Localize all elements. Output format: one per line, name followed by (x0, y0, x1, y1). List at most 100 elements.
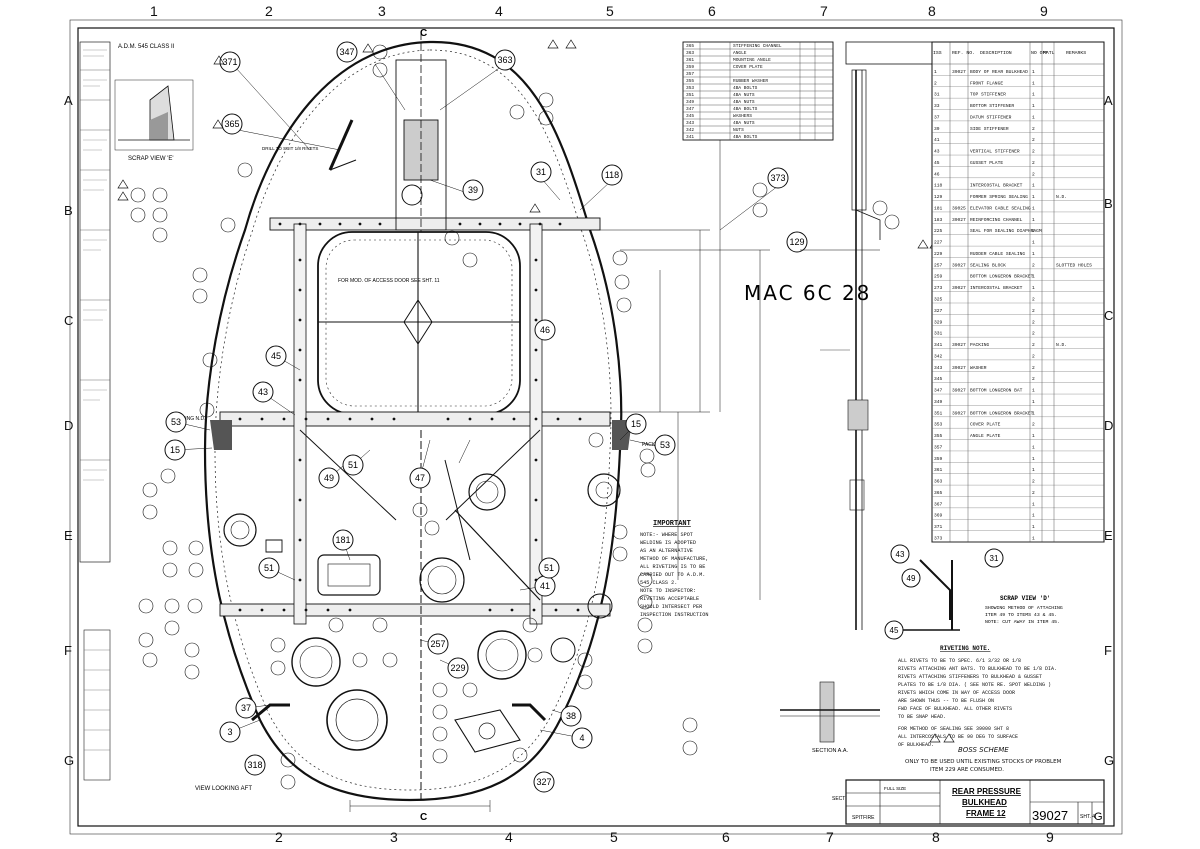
parts-row-cell: 1 (1032, 80, 1035, 86)
parts-row-cell: 39 (934, 126, 940, 132)
part-bubble: 347 (336, 41, 358, 63)
parts-row-cell: 2 (1032, 297, 1035, 303)
svg-text:15: 15 (631, 419, 641, 429)
parts-row-cell: 39025 (952, 205, 966, 211)
svg-text:365: 365 (224, 119, 239, 129)
parts-row-cell: 325 (934, 297, 943, 303)
part-bubble: 47 (409, 467, 431, 489)
parts-row-cell: 1 (1032, 194, 1035, 200)
parts-row-cell: 1 (1032, 114, 1035, 120)
svg-text:NOTE: CUT AWAY IN ITEM 45.: NOTE: CUT AWAY IN ITEM 45. (985, 619, 1060, 625)
title-line-2: BULKHEAD (962, 798, 1007, 807)
parts-row-cell: 257 (934, 262, 943, 268)
svg-text:373: 373 (770, 173, 785, 183)
parts-row-cell: 1 (1032, 285, 1035, 291)
parts-row-description: ELEVATOR CABLE SEALING (970, 205, 1031, 211)
parts-row-description: REINFORCING CHANNEL (970, 217, 1023, 223)
parts-row-cell: 345 (934, 376, 943, 382)
svg-text:31: 31 (990, 554, 999, 563)
parts-row-description: WASHER (970, 365, 987, 371)
grid-row-label: F (64, 643, 72, 658)
parts-row-cell: 2 (1032, 319, 1035, 325)
svg-text:IMPORTANT: IMPORTANT (653, 520, 691, 528)
part-bubble: 53 (165, 411, 187, 433)
svg-text:ALL RIVETING IS TO BE: ALL RIVETING IS TO BE (640, 564, 705, 570)
parts-row-cell: 1 (1032, 456, 1035, 462)
parts-row-cell: 1 (1032, 410, 1035, 416)
items-desc: NUTS (733, 127, 744, 133)
grid-col-label: 9 (1040, 3, 1048, 19)
datum-stiffener (219, 411, 611, 427)
svg-text:FWD FACE OF BULKHEAD. ALL OTH: FWD FACE OF BULKHEAD. ALL OTHER RIVETS (898, 706, 1012, 712)
left-notes-column (79, 41, 111, 781)
parts-row-description: SEAL FOR SEALING DIAPHRAGM (970, 228, 1042, 234)
svg-text:31: 31 (536, 167, 546, 177)
scrap-view-e: SCRAP VIEW 'E' (114, 79, 194, 162)
fittings (223, 119, 621, 753)
parts-row-cell: 2 (1032, 479, 1035, 485)
parts-row-cell: 1 (1032, 274, 1035, 280)
parts-row-cell: 229 (934, 251, 943, 257)
bottom-stiffener (219, 603, 611, 617)
parts-table: ISS REF. NO. DESCRIPTION NO OFF MATL REM… (845, 41, 1105, 543)
grid-row-label: E (1104, 528, 1113, 543)
packing-note-left: PACKING N.D. (172, 416, 206, 422)
parts-row-cell: 2 (1032, 137, 1035, 143)
grid-col-label: 5 (606, 3, 614, 19)
grid-row-label: D (1104, 418, 1113, 433)
spec-note: A.D.M. 545 CLASS II (118, 44, 175, 50)
grid-row-label: A (64, 93, 73, 108)
sheet-number: SHT. 4 (1080, 814, 1095, 820)
parts-row-description: BODY OF REAR BULKHEAD (970, 69, 1028, 75)
svg-text:38: 38 (566, 711, 576, 721)
title-line-3: FRAME 12 (966, 809, 1006, 818)
svg-text:3: 3 (227, 727, 232, 737)
grid-col-label: 7 (820, 3, 828, 19)
parts-row-cell: 367 (934, 501, 943, 507)
items-ref: 349 (686, 99, 694, 105)
svg-text:129: 129 (789, 237, 804, 247)
rivet-dots (238, 222, 582, 612)
grid-col-label: 3 (378, 3, 386, 19)
parts-row-cell: 2 (1032, 422, 1035, 428)
parts-header: DESCRIPTION (980, 50, 1012, 56)
section-aa-view: SECTION A.A. (780, 681, 880, 754)
svg-text:METHOD OF MANUFACTURE,: METHOD OF MANUFACTURE, (640, 556, 709, 562)
grid-col-label: 1 (150, 3, 158, 19)
svg-text:NOTE:- WHERE SPOT: NOTE:- WHERE SPOT (640, 532, 693, 538)
svg-text:RIVETING ACCEPTABLE: RIVETING ACCEPTABLE (640, 596, 699, 602)
items-ref: 341 (686, 134, 694, 140)
svg-text:41: 41 (540, 581, 550, 591)
svg-text:RIVETS ATTACHING STIFFENERS TO: RIVETS ATTACHING STIFFENERS TO BULKHEAD … (898, 674, 1042, 680)
items-desc: WASHERS (733, 113, 752, 119)
parts-header: MATL (1043, 50, 1055, 56)
items-ref: 345 (686, 113, 694, 119)
parts-row-cell: 39027 (952, 365, 966, 371)
parts-row-cell: 39027 (952, 388, 966, 394)
part-bubble: 257 (427, 633, 449, 655)
items-ref: 343 (686, 120, 694, 126)
parts-row-cell: 347 (934, 388, 943, 394)
items-desc: 4BA BOLTS (733, 85, 758, 91)
parts-row-cell: 373 (934, 536, 943, 542)
svg-text:43: 43 (896, 550, 905, 559)
parts-header: REMARKS (1066, 50, 1086, 56)
drawing-number: 39027 (1032, 808, 1068, 823)
grid-row-label: G (64, 753, 74, 768)
part-bubble: 318 (244, 754, 266, 776)
parts-row-cell: 39027 (952, 410, 966, 416)
parts-row-description: BOTTOM LONGERON BAT (970, 388, 1023, 394)
part-bubble: 129 (786, 231, 808, 253)
parts-header: NO OFF (1031, 50, 1048, 56)
items-ref: 347 (686, 106, 694, 112)
dimension-lines (349, 140, 770, 812)
parts-row-cell: 2 (1032, 160, 1035, 166)
parts-row-cell: 331 (934, 331, 943, 337)
svg-text:181: 181 (335, 535, 350, 545)
svg-text:318: 318 (247, 760, 262, 770)
svg-text:AS AN ALTERNATIVE: AS AN ALTERNATIVE (640, 548, 693, 554)
svg-text:BOSS SCHEME: BOSS SCHEME (958, 746, 1009, 754)
svg-text:43: 43 (258, 387, 268, 397)
parts-row-description: PACKING (970, 342, 990, 348)
items-ref: 363 (686, 50, 694, 56)
